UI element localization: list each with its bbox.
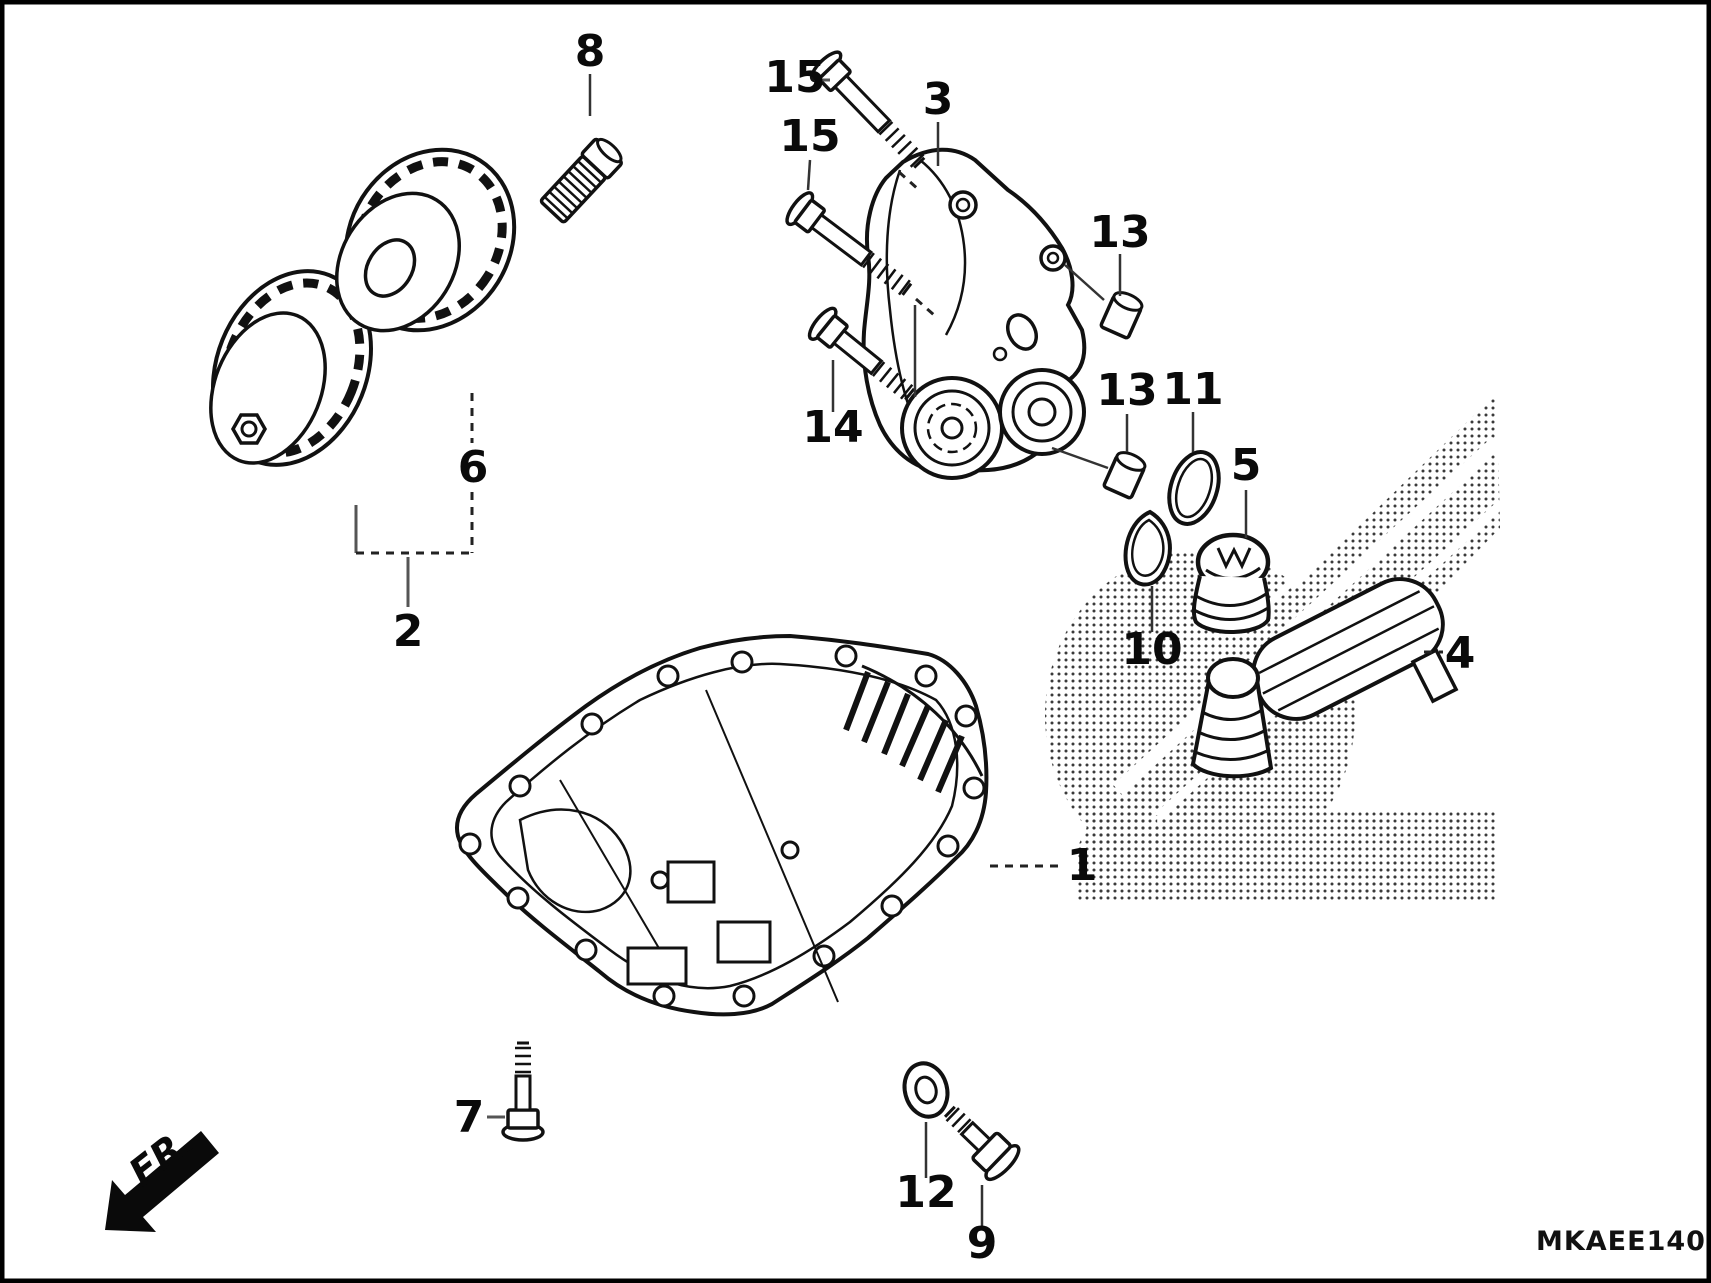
callout-8: 8 — [575, 26, 606, 77]
callout-15b: 15 — [779, 111, 840, 162]
part-pump-cap-5 — [1191, 532, 1271, 634]
part-drain-bolt-7 — [501, 1041, 545, 1142]
callout-3: 3 — [923, 74, 954, 125]
callout-13b: 13 — [1096, 365, 1157, 416]
part-dowel-pin-13a — [1099, 291, 1144, 340]
callout-1: 1 — [1067, 840, 1098, 891]
fr-direction-arrow-icon: FR. — [105, 1117, 219, 1232]
part-flange-bolt-15b — [785, 191, 913, 296]
diagram-code: MKAEE1400 — [1536, 1226, 1711, 1257]
part-dowel-pin-13b — [1102, 451, 1147, 500]
part-drain-plug-9 — [943, 1105, 1021, 1182]
callout-15a: 15 — [764, 52, 825, 103]
fr-label: FR. — [121, 1117, 204, 1195]
part-flange-bolt-15a — [809, 50, 926, 169]
part-washer-12 — [902, 1061, 950, 1119]
callout-4: 4 — [1445, 628, 1476, 679]
part-flange-bolt-14 — [807, 306, 916, 401]
callout-10: 10 — [1121, 624, 1182, 675]
callout-5: 5 — [1231, 440, 1262, 491]
part-oil-filter-inner — [334, 147, 517, 333]
callout-14: 14 — [802, 402, 863, 453]
honda-wing-watermark-icon: HONDA — [1045, 393, 1504, 924]
callout-12: 12 — [895, 1167, 956, 1218]
callout-labels: 1 2 3 4 5 6 7 8 9 10 11 12 13 13 14 15 1… — [393, 26, 1476, 1269]
part-oil-pump-cover — [861, 147, 1087, 480]
callout-9: 9 — [967, 1218, 998, 1269]
callout-11: 11 — [1162, 364, 1223, 415]
part-oil-strainer-4 — [1190, 577, 1459, 779]
part-gasket-10 — [1123, 509, 1172, 587]
oil-pan-bolt-holes — [458, 644, 986, 1008]
oil-pan-baffle-fins — [843, 670, 965, 794]
part-oring-11 — [1167, 450, 1221, 526]
honda-watermark-text: HONDA — [1088, 794, 1492, 924]
part-oil-filter-outer — [209, 269, 373, 467]
callout-6: 6 — [458, 442, 489, 493]
leader-lines — [354, 74, 1443, 1228]
callout-7: 7 — [454, 1092, 485, 1143]
part-oil-pan — [455, 633, 989, 1017]
part-joint-bolt — [539, 137, 623, 224]
callout-2: 2 — [393, 606, 424, 657]
callout-13a: 13 — [1089, 207, 1150, 258]
